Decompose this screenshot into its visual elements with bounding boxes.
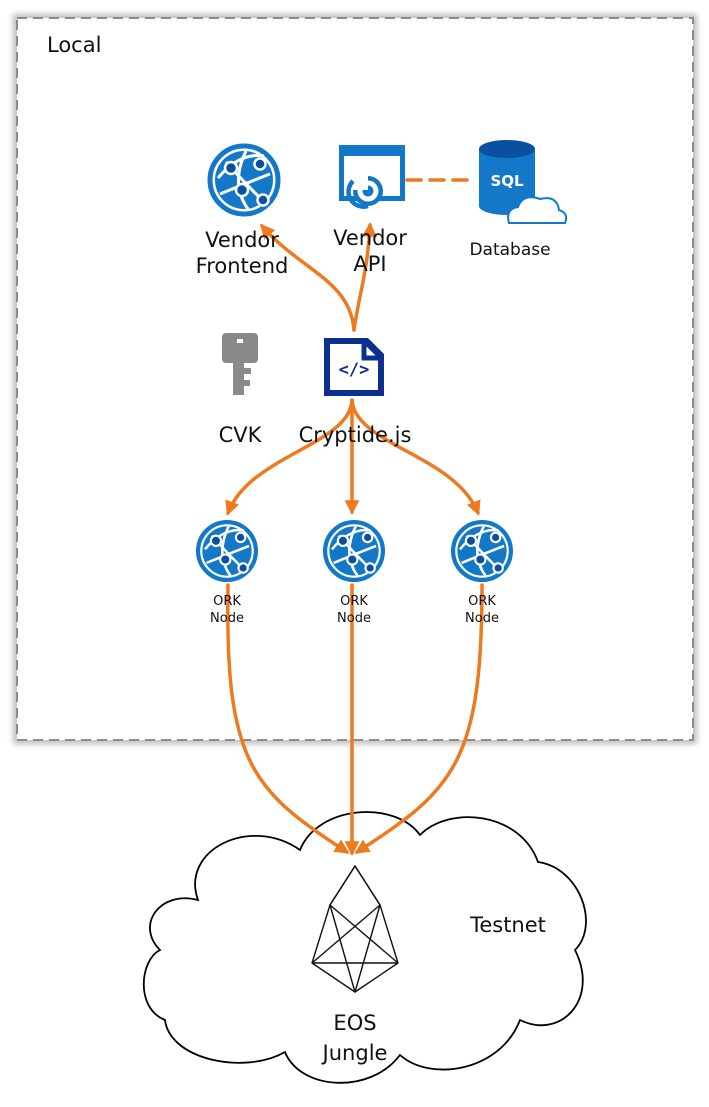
connector-cryptide-to-ork3 bbox=[350, 398, 481, 516]
connector-cryptide-to-api bbox=[352, 222, 377, 332]
cryptide-label: Cryptide.js bbox=[298, 423, 412, 447]
local-title: Local bbox=[47, 33, 102, 57]
testnet-label: Testnet bbox=[470, 913, 546, 937]
cvk-label: CVK bbox=[218, 423, 262, 447]
code-file-icon[interactable]: </> bbox=[324, 338, 384, 396]
ork-node-1-label: ORK Node bbox=[210, 594, 244, 626]
ork-node-2-globe-icon[interactable] bbox=[325, 522, 383, 580]
api-app-icon[interactable] bbox=[339, 145, 405, 209]
ork-node-3-label: ORK Node bbox=[465, 594, 499, 626]
vendor-frontend-label: Vendor Frontend bbox=[195, 228, 289, 278]
ork-node-1-globe-icon[interactable] bbox=[198, 522, 256, 580]
ork-node-2-label: ORK Node bbox=[337, 594, 371, 626]
connector-ork3-to-eos bbox=[354, 583, 484, 854]
vendor-frontend-globe-icon[interactable] bbox=[210, 146, 278, 214]
connector-ork1-to-eos bbox=[226, 583, 350, 854]
connector-cryptide-to-frontend bbox=[260, 223, 356, 332]
database-label: Database bbox=[469, 240, 551, 260]
local-boundary bbox=[16, 17, 694, 741]
sql-badge: SQL bbox=[490, 172, 524, 190]
connector-cryptide-to-ork1 bbox=[225, 398, 354, 516]
connectors bbox=[225, 178, 484, 856]
ork-node-3-globe-icon[interactable] bbox=[453, 522, 511, 580]
code-badge: </> bbox=[339, 360, 370, 380]
key-icon bbox=[222, 333, 258, 395]
sql-database-icon[interactable]: SQL bbox=[479, 140, 568, 224]
eos-logo-icon bbox=[311, 865, 399, 993]
eos-jungle-label: EOS Jungle bbox=[322, 1011, 388, 1066]
vendor-api-label: Vendor API bbox=[333, 226, 407, 276]
testnet-cloud bbox=[143, 811, 587, 1084]
